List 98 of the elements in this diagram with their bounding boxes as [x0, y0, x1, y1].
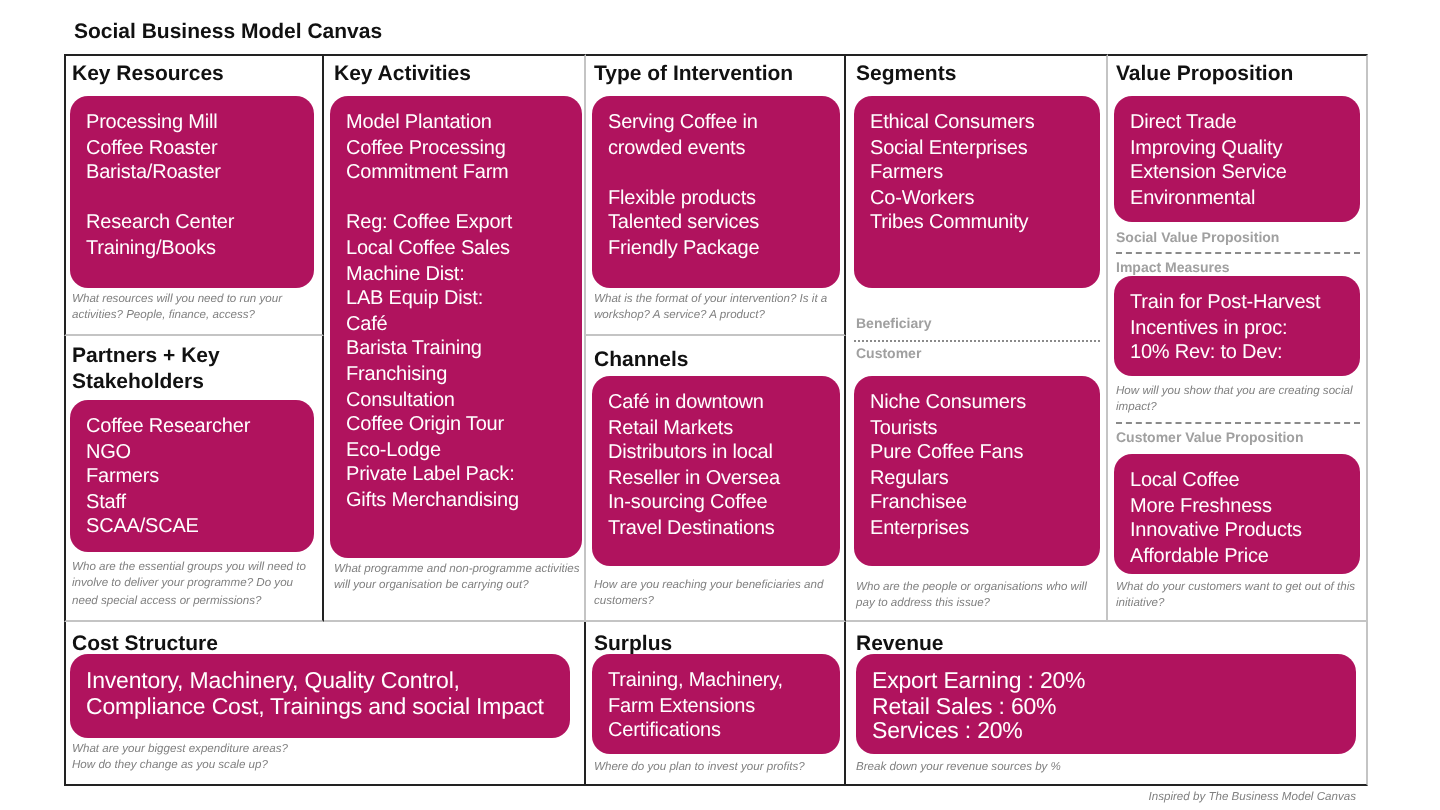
canvas-section	[64, 622, 586, 786]
content-card	[854, 96, 1100, 288]
content-card	[592, 96, 840, 288]
card-text: Coffee Origin Tour	[346, 414, 504, 440]
card-text: Training, Machinery,	[608, 670, 783, 696]
card-text: Friendly Package	[608, 237, 760, 264]
card-text: Consultation	[346, 389, 455, 415]
card-text: Extension Service	[1130, 162, 1287, 188]
card-text: Coffee Processing	[346, 137, 506, 163]
card-text: In-sourcing Coffee	[608, 492, 768, 518]
content-card	[592, 376, 840, 566]
section-heading: Segments	[856, 62, 957, 88]
card-text: Environmental	[1130, 187, 1256, 213]
card-text: NGO	[86, 441, 131, 467]
card-text: Tourists	[870, 417, 938, 443]
card-text: Commitment Farm	[346, 162, 509, 188]
card-text: Distributors in local	[608, 442, 773, 468]
section-heading: Type of Intervention	[594, 62, 794, 88]
card-text: Model Plantation	[346, 112, 492, 138]
section-heading: Key Resources	[72, 62, 224, 88]
canvas-section	[586, 336, 846, 622]
content-card	[856, 654, 1356, 754]
card-text: Retail Sales : 60%	[872, 695, 1057, 721]
card-text: Eco-Lodge	[346, 439, 441, 465]
card-text: Private Label Pack:	[346, 464, 515, 490]
canvas-section	[64, 54, 324, 336]
card-text: Affordable Price	[1130, 545, 1269, 571]
canvas-section	[846, 622, 1368, 786]
card-text: Social Enterprises	[870, 137, 1028, 163]
canvas-section	[1108, 54, 1368, 622]
card-text: Innovative Products	[1130, 520, 1302, 546]
card-text: Coffee Researcher	[86, 416, 251, 442]
card-text: Gifts Merchandising	[346, 489, 519, 515]
canvas-section	[64, 336, 324, 622]
section-heading: Key Activities	[334, 62, 471, 88]
card-text: Coffee Roaster	[86, 137, 218, 163]
card-text: Processing Mill	[86, 112, 218, 138]
section-heading: Partners + Key Stakeholders	[72, 344, 222, 396]
card-text: Training/Books	[86, 237, 216, 264]
canvas-section	[586, 622, 846, 786]
content-card	[592, 654, 840, 754]
content-card	[1114, 96, 1360, 222]
card-text: Tribes Community	[870, 212, 1029, 238]
card-text: Travel Destinations	[608, 517, 775, 544]
section-heading: Surplus	[594, 632, 673, 658]
card-text: Retail Markets	[608, 417, 734, 443]
card-text: Ethical Consumers	[870, 112, 1035, 138]
card-text: Services : 20%	[872, 720, 1023, 746]
card-text: Local Coffee Sales	[346, 237, 510, 264]
card-text: Research Center	[86, 212, 235, 238]
card-text: Enterprises	[870, 517, 969, 544]
card-text: Reg: Coffee Export	[346, 212, 513, 238]
card-text: LAB Equip Dist:	[346, 288, 484, 314]
content-card	[70, 96, 314, 288]
card-text: Farmers	[870, 162, 944, 188]
card-text: Machine Dist:	[346, 263, 465, 289]
card-text: Export Earning : 20%	[872, 670, 1086, 696]
card-text: Barista Training	[346, 338, 482, 364]
card-text: Franchising	[346, 363, 448, 390]
card-text: Farm Extensions	[608, 695, 756, 721]
card-text: More Freshness	[1130, 495, 1272, 521]
card-text: Franchisee	[870, 492, 967, 518]
content-card	[854, 376, 1100, 566]
card-text: Train for Post-Harvest	[1130, 292, 1321, 318]
card-text: Niche Consumers	[870, 392, 1026, 418]
card-text: Certifications	[608, 720, 721, 746]
canvas-section	[324, 54, 586, 622]
card-text: Talented services	[608, 212, 760, 238]
card-text: Direct Trade	[1130, 112, 1237, 138]
card-text: Staff	[86, 491, 126, 517]
card-text: Co-Workers	[870, 187, 975, 213]
card-text: Serving Coffee in crowded events	[608, 112, 760, 163]
section-heading: Cost Structure	[72, 632, 218, 658]
card-text: 10% Rev: to Dev:	[1130, 342, 1283, 368]
section-heading: Value Proposition	[1116, 62, 1294, 88]
content-card	[70, 654, 570, 738]
card-text: Barista/Roaster	[86, 162, 221, 188]
card-text: Pure Coffee Fans	[870, 442, 1024, 468]
section-heading: Revenue	[856, 632, 944, 658]
card-text: Café	[346, 313, 388, 339]
content-card	[70, 400, 314, 552]
card-text: Inventory, Machinery, Quality Control, Compliance Cost, Trainings and social Impact	[86, 670, 546, 721]
canvas-title: Social Business Model Canvas	[74, 20, 383, 46]
section-heading: Channels	[594, 348, 689, 374]
card-text: Local Coffee	[1130, 470, 1240, 496]
card-text: SCAA/SCAE	[86, 516, 199, 542]
card-text: Regulars	[870, 467, 949, 493]
card-text: Farmers	[86, 466, 160, 492]
card-text: Café in downtown	[608, 392, 764, 418]
canvas-section	[586, 54, 846, 336]
canvas-section	[846, 54, 1108, 622]
content-card	[1114, 454, 1360, 574]
content-card	[1114, 276, 1360, 376]
card-text: Improving Quality	[1130, 137, 1283, 163]
card-text: Incentives in proc:	[1130, 317, 1288, 343]
content-card	[330, 96, 582, 558]
card-text: Reseller in Oversea	[608, 467, 780, 493]
card-text: Flexible products	[608, 187, 756, 213]
